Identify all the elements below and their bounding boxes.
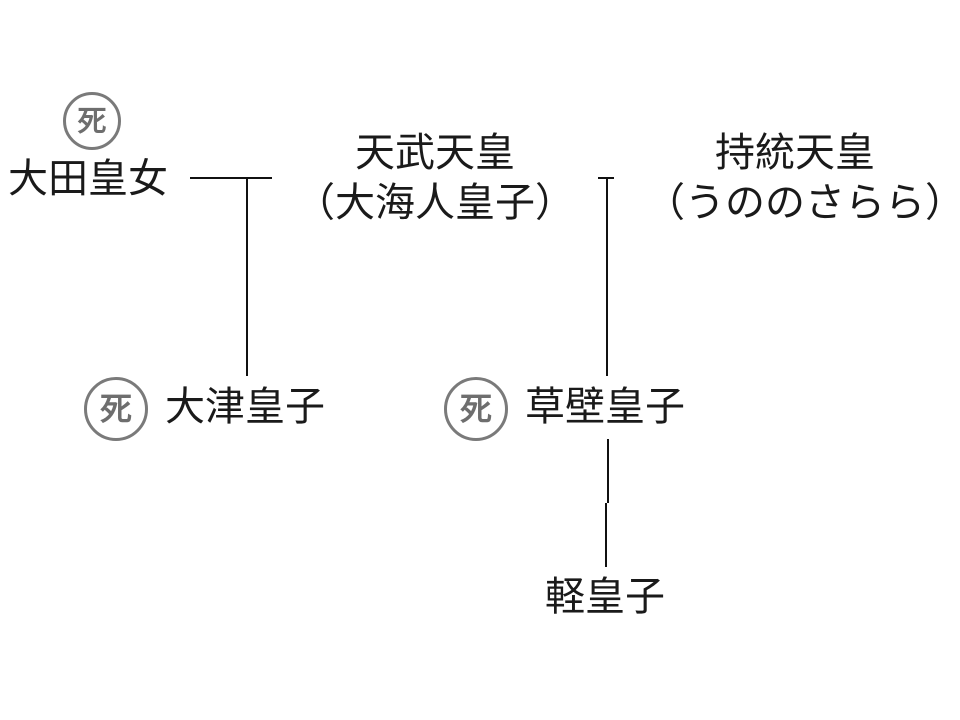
death-badge-ota: 死 (63, 92, 121, 150)
descent-line-karu-lower (605, 503, 607, 567)
death-badge-kusakabe: 死 (444, 377, 508, 441)
name-otsu: 大津皇子 (165, 384, 325, 430)
alias-jito: （うののさらら） (645, 180, 960, 226)
descent-line-kusakabe (606, 177, 608, 376)
marriage-line-ota-tenmu (190, 177, 272, 179)
name-tenmu: 天武天皇 (355, 130, 515, 176)
name-kusakabe: 草壁皇子 (525, 384, 685, 430)
death-badge-otsu: 死 (84, 377, 148, 441)
descent-line-otsu (246, 177, 248, 376)
name-karu: 軽皇子 (545, 574, 665, 620)
name-ota: 大田皇女 (8, 156, 168, 202)
alias-tenmu: （大海人皇子） (295, 180, 575, 226)
name-jito: 持統天皇 (715, 130, 875, 176)
descent-line-karu-upper (607, 439, 609, 503)
